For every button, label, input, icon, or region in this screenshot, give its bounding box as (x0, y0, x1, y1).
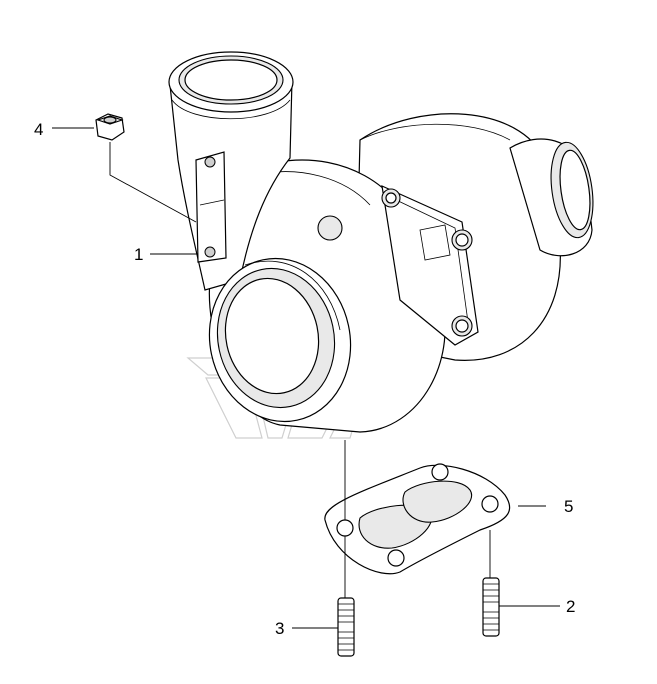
callout-1: 1 (134, 245, 143, 264)
flange-bolt-bottom (451, 315, 473, 337)
leader-lines (52, 127, 560, 629)
stud-right (482, 577, 500, 637)
callout-3: 3 (275, 619, 284, 638)
flange-bolt-right (451, 229, 473, 251)
twin-port-gasket (324, 463, 511, 575)
callout-2: 2 (566, 597, 575, 616)
callout-4: 4 (34, 120, 43, 139)
flange-bolt-top (381, 188, 401, 208)
stud-left (337, 597, 355, 657)
hex-nut (95, 113, 125, 141)
callout-5: 5 (564, 497, 573, 516)
turbocharger-assembly (168, 51, 594, 433)
